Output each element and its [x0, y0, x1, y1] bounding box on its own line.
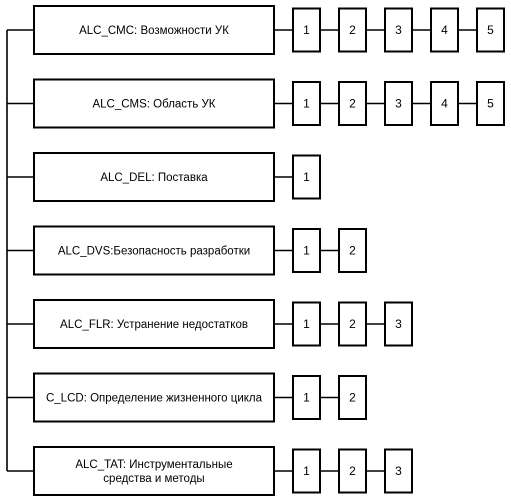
level-box [338, 228, 367, 273]
level-label: 2 [349, 317, 356, 331]
family-label: ALC_FLR: Устранение недостатков [60, 319, 248, 331]
level-box [338, 81, 367, 126]
level-label: 1 [303, 391, 310, 405]
level-label: 5 [487, 23, 494, 37]
family-label: ALC_DEL: Поставка [100, 172, 208, 184]
family-box [33, 225, 275, 276]
level-box [384, 301, 413, 347]
level-label: 1 [303, 170, 310, 184]
level-box [476, 81, 505, 126]
level-label: 1 [303, 317, 310, 331]
level-box [292, 154, 321, 200]
level-box [430, 7, 459, 53]
family-box [33, 152, 275, 202]
level-box [430, 81, 459, 126]
level-label: 4 [441, 97, 448, 111]
family-label: ALC_CMC: Возможности УК [79, 25, 229, 37]
level-label: 2 [349, 391, 356, 405]
level-label: 2 [349, 97, 356, 111]
level-label: 1 [303, 464, 310, 478]
family-box [33, 372, 275, 423]
level-box [292, 7, 321, 53]
level-box [292, 228, 321, 273]
level-label: 2 [349, 244, 356, 258]
level-label: 3 [395, 317, 402, 331]
family-label: ALC_DVS:Безопасность разработки [58, 246, 250, 258]
family-label: ALC_TAT: Инструментальные [75, 459, 232, 471]
level-label: 3 [395, 464, 402, 478]
level-box [292, 375, 321, 420]
level-label: 3 [395, 23, 402, 37]
family-label: средства и методы [103, 473, 204, 485]
level-box [338, 7, 367, 53]
family-label: ALC_CMS: Область УК [92, 99, 215, 111]
family-box [33, 446, 275, 496]
level-box [338, 448, 367, 494]
level-label: 3 [395, 97, 402, 111]
level-label: 1 [303, 23, 310, 37]
level-label: 2 [349, 23, 356, 37]
level-label: 2 [349, 464, 356, 478]
level-box [384, 448, 413, 494]
level-label: 1 [303, 97, 310, 111]
level-box [338, 301, 367, 347]
family-box [33, 78, 275, 129]
level-label: 5 [487, 97, 494, 111]
family-label: C_LCD: Определение жизненного цикла [46, 393, 263, 405]
level-box [476, 7, 505, 53]
level-label: 1 [303, 244, 310, 258]
level-label: 4 [441, 23, 448, 37]
level-box [338, 375, 367, 420]
